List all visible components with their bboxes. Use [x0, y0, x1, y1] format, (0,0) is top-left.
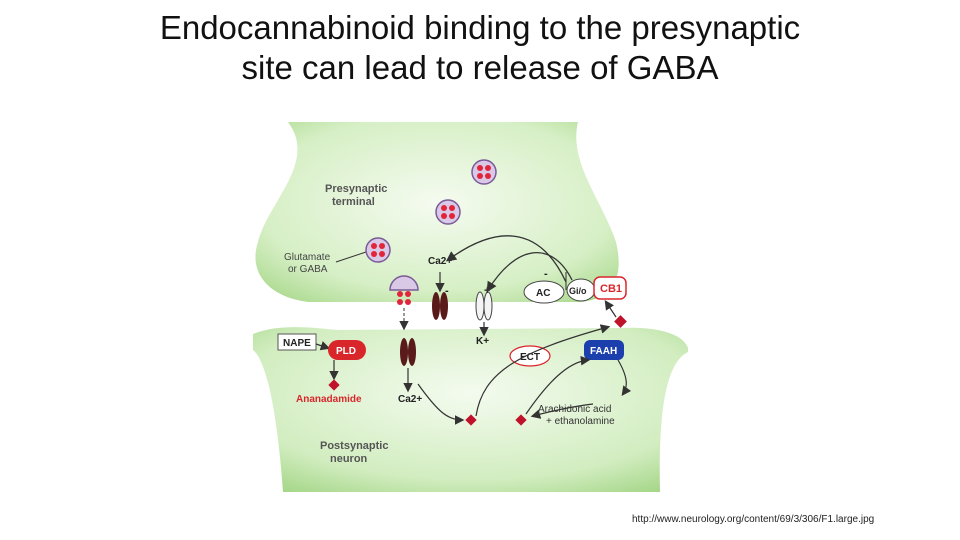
nape-box	[277, 333, 317, 351]
cb1-receptor	[593, 276, 627, 300]
ca-channel-post-right	[408, 338, 416, 366]
anandamide-diamond-2	[515, 414, 527, 426]
postsynaptic-label-2: neuron	[330, 453, 368, 465]
title-line-2: site can lead to release of GABA	[241, 49, 719, 86]
minus-sign: -	[544, 268, 548, 280]
postsynaptic-neuron	[253, 327, 688, 492]
ca-channel-pre-left	[432, 292, 440, 320]
arachidonic-label-1: Arachidonic acid	[538, 404, 611, 415]
ac-enzyme	[523, 280, 565, 304]
ca-bottom-label: Ca2+	[398, 394, 422, 405]
title-line-1: Endocannabinoid binding to the presynapt…	[159, 9, 801, 46]
glutamate-label-1: Glutamate	[284, 252, 331, 263]
k-label: K+	[476, 336, 489, 347]
nape-label: NAPE	[283, 338, 311, 349]
ac-label: AC	[536, 288, 550, 299]
ca-channel-pre-right	[440, 292, 448, 320]
pld-label: PLD	[336, 346, 356, 357]
presynaptic-label-2: terminal	[332, 196, 375, 208]
faah-label: FAAH	[590, 346, 617, 357]
arachidonic-label-2: + ethanolamine	[546, 416, 615, 427]
gio-label: Gi/o	[569, 286, 587, 296]
faah-enzyme	[584, 340, 624, 360]
vesicle-3	[365, 237, 391, 263]
synapse-diagram: Presynaptic terminal Glutamate or GABA C…	[248, 122, 688, 492]
anandamide-at-cb1	[614, 315, 627, 328]
anandamide-diamond-1	[465, 414, 477, 426]
presynaptic-label-1: Presynaptic	[325, 183, 387, 195]
ect-label: ECT	[520, 352, 540, 363]
postsynaptic-label-1: Postsynaptic	[320, 440, 388, 452]
ect-transporter	[509, 345, 551, 367]
fusing-vesicle	[389, 275, 419, 331]
slide-title: Endocannabinoid binding to the presynapt…	[0, 8, 960, 88]
anandamide-label: Ananadamide	[296, 394, 362, 405]
pld-enzyme	[328, 340, 366, 360]
k-channel-left	[475, 291, 485, 321]
synapse-svg: Presynaptic terminal Glutamate or GABA C…	[253, 122, 688, 492]
glutamate-pointer	[335, 251, 367, 263]
vesicle-1	[471, 159, 497, 185]
ca-channel-post-left	[400, 338, 408, 366]
cb1-label: CB1	[600, 283, 622, 295]
ca-top-label: Ca2+	[428, 256, 452, 267]
vesicle-2	[435, 199, 461, 225]
minus-sign-ca: -	[445, 285, 449, 297]
glutamate-label-2: or GABA	[288, 264, 328, 275]
source-url: http://www.neurology.org/content/69/3/30…	[632, 514, 875, 525]
